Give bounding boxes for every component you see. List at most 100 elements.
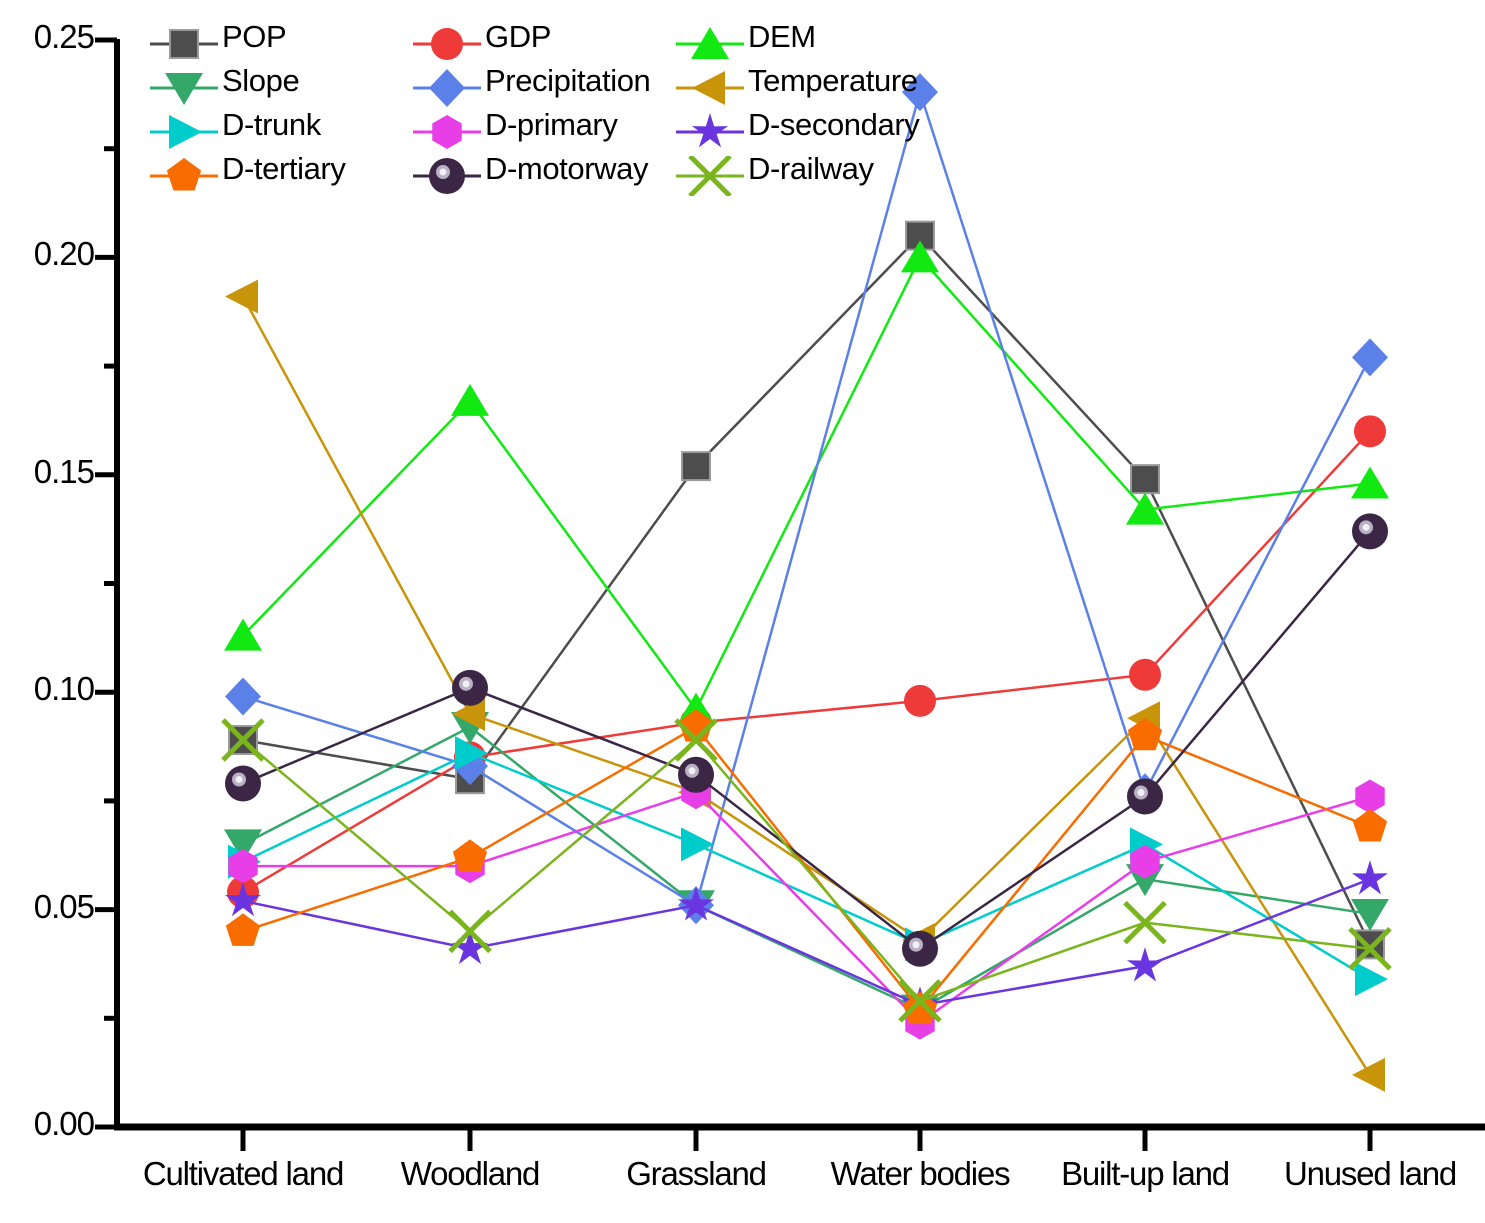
legend-item-precipitation[interactable]: Precipitation <box>413 62 676 107</box>
x-tick-label: Grassland <box>626 1155 767 1192</box>
data-point <box>902 73 938 112</box>
data-point <box>1355 929 1385 960</box>
legend-item-dem[interactable]: DEM <box>676 18 939 59</box>
legend-label: D-trunk <box>222 106 321 142</box>
data-point <box>451 929 489 965</box>
data-point <box>902 930 938 967</box>
data-point <box>898 979 942 1023</box>
data-point <box>225 677 261 716</box>
legend-item-d-secondary[interactable]: D-secondary <box>676 106 939 148</box>
cross-marker-icon <box>676 156 744 196</box>
data-point <box>1351 898 1389 931</box>
legend-label: POP <box>222 18 287 54</box>
data-point <box>452 696 485 731</box>
y-tick-label: 0.05 <box>33 887 95 925</box>
data-point <box>1127 778 1163 815</box>
data-point <box>448 909 492 954</box>
data-point <box>681 451 711 482</box>
data-point <box>904 684 936 717</box>
y-tick-label: 0.10 <box>33 670 95 708</box>
data-point <box>674 718 718 762</box>
data-point <box>1354 415 1386 448</box>
series-precipitation <box>225 73 1388 925</box>
legend-item-temperature[interactable]: Temperature <box>676 62 939 105</box>
data-point <box>1355 962 1388 997</box>
square-marker-icon <box>150 24 218 59</box>
data-series <box>221 73 1392 1092</box>
series-d-primary <box>228 775 1385 1040</box>
axes <box>95 37 1485 1151</box>
sphere-marker-icon <box>413 156 481 194</box>
circle-marker-icon <box>413 24 481 60</box>
data-point <box>224 829 262 862</box>
data-point <box>1351 466 1389 499</box>
series-temperature <box>225 279 1385 1092</box>
triangle-left-marker-icon <box>676 68 744 105</box>
y-tick-label: 0.20 <box>33 235 95 273</box>
legend-label: Precipitation <box>485 62 651 98</box>
data-point <box>452 669 488 706</box>
legend-label: Slope <box>222 62 300 98</box>
legend-label: DEM <box>748 18 816 54</box>
data-point <box>1351 860 1389 895</box>
data-point <box>901 240 939 273</box>
x-tick-label: Woodland <box>400 1155 541 1192</box>
hexagon-marker-icon <box>413 112 481 149</box>
data-point <box>1348 926 1392 971</box>
legend-label: D-primary <box>485 106 618 142</box>
y-tick-label: 0.25 <box>33 18 95 55</box>
data-point <box>1352 338 1388 377</box>
legend-label: D-tertiary <box>222 150 346 186</box>
data-point <box>224 881 262 917</box>
pentagon-marker-icon <box>150 156 218 191</box>
series-d-railway <box>221 718 1392 1023</box>
series-d-motorway <box>225 513 1388 967</box>
data-point <box>681 827 714 862</box>
star-marker-icon <box>676 112 744 148</box>
data-point <box>677 886 715 921</box>
data-point <box>452 839 488 872</box>
legend-item-pop[interactable]: POP <box>150 18 413 59</box>
legend-label: GDP <box>485 18 551 54</box>
legend-label: D-motorway <box>485 150 649 186</box>
legend-item-d-trunk[interactable]: D-trunk <box>150 106 413 149</box>
data-point <box>1130 464 1160 495</box>
data-point <box>455 736 488 771</box>
data-point <box>1127 717 1163 751</box>
x-tick-label: Built-up land <box>1061 1155 1230 1192</box>
legend-item-d-railway[interactable]: D-railway <box>676 150 939 196</box>
data-point <box>225 765 261 802</box>
legend-label: D-secondary <box>748 106 920 142</box>
data-point <box>1130 844 1160 879</box>
data-point <box>1352 808 1388 842</box>
legend-label: Temperature <box>748 62 918 98</box>
legend-row: D-trunk D-primary D-secondary <box>150 102 940 149</box>
legend-item-d-tertiary[interactable]: D-tertiary <box>150 150 413 191</box>
legend-item-d-motorway[interactable]: D-motorway <box>413 150 676 194</box>
data-point <box>1126 492 1164 525</box>
data-point <box>1126 947 1164 982</box>
legend-row: POP GDP DEM <box>150 14 940 60</box>
x-tick-label: Unused land <box>1283 1155 1457 1192</box>
legend-item-d-primary[interactable]: D-primary <box>413 106 676 149</box>
data-point <box>1352 1057 1385 1092</box>
legend-row: D-tertiary D-motorway D-railway <box>150 146 940 196</box>
y-tick-label: 0.15 <box>33 452 95 490</box>
data-point <box>228 849 258 884</box>
triangle-right-marker-icon <box>150 112 218 149</box>
y-tick-label: 0.00 <box>33 1105 95 1142</box>
data-point <box>225 279 258 314</box>
legend-label: D-railway <box>748 150 874 186</box>
data-point <box>224 618 262 651</box>
data-point <box>678 756 714 793</box>
data-point <box>1355 779 1385 814</box>
data-point <box>221 718 265 762</box>
data-point <box>451 383 489 416</box>
x-tick-label: Cultivated land <box>142 1155 345 1192</box>
data-point <box>1129 658 1161 691</box>
data-point <box>902 991 938 1025</box>
legend-item-gdp[interactable]: GDP <box>413 18 676 60</box>
legend-item-slope[interactable]: Slope <box>150 62 413 105</box>
